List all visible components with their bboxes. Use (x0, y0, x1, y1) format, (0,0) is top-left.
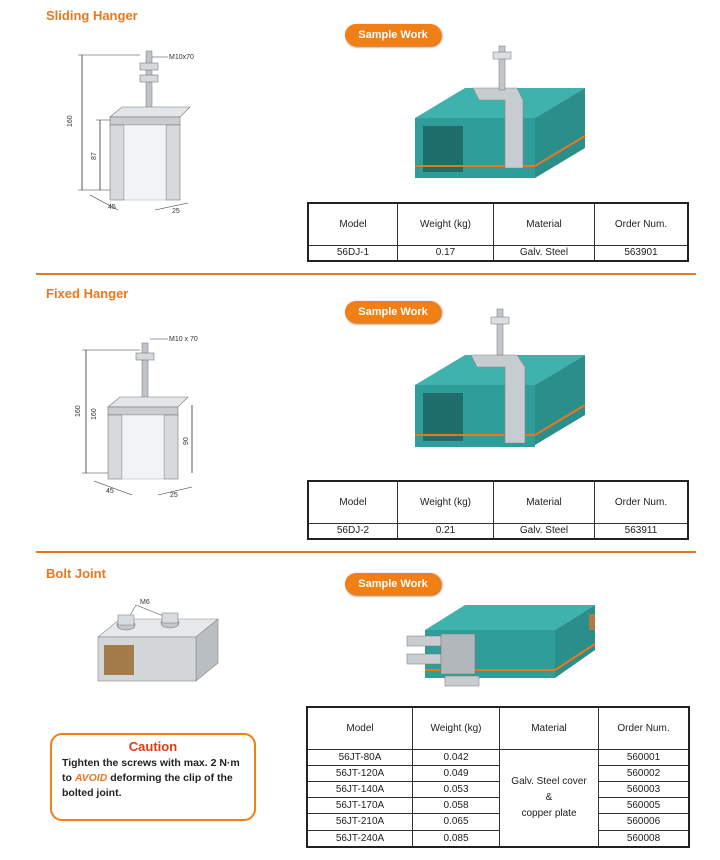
sample-work-badge-3: Sample Work (345, 573, 441, 595)
material-line-1: Galv. Steel cover (511, 775, 587, 787)
fixed-hanger-table: Model Weight (kg) Material Order Num. 56… (307, 480, 689, 540)
cell-weight: 0.042 (412, 748, 500, 766)
col-weight: Weight (kg) (412, 706, 500, 750)
cell-weight: 0.065 (412, 813, 500, 831)
sliding-hanger-title: Sliding Hanger (46, 8, 138, 23)
cell-order: 560001 (598, 748, 690, 766)
cell-order: 560003 (598, 780, 690, 799)
dim-screw: M10x70 (169, 54, 194, 61)
dim-inner: 90 (183, 437, 190, 445)
fixed-hanger-title: Fixed Hanger (46, 286, 129, 301)
caution-box: Caution Tighten the screws with max. 2 N… (50, 733, 256, 821)
material-line-3: copper plate (521, 807, 577, 819)
cell-order: 560002 (598, 764, 690, 782)
material-line-2: & (545, 791, 553, 803)
col-weight: Weight (kg) (397, 202, 494, 246)
fixed-hanger-sample-image (405, 305, 590, 470)
table-row: 56JT-80A 0.042 Galv. Steel cover & coppe… (306, 748, 690, 848)
cell-model: 56DJ-1 (307, 244, 398, 262)
caution-title: Caution (128, 739, 178, 754)
sliding-hanger-table: Model Weight (kg) Material Order Num. 56… (307, 202, 689, 262)
col-order: Order Num. (594, 480, 689, 524)
col-material: Material (493, 202, 595, 246)
cell-weight: 0.053 (412, 780, 500, 799)
dim-screw: M10 x 70 (169, 336, 198, 343)
sliding-hanger-sample-image (405, 38, 590, 198)
sample-work-badge-1: Sample Work (345, 24, 441, 46)
cell-material: Galv. Steel (493, 522, 595, 540)
dim-height: 160 (67, 115, 74, 127)
cell-order: 560005 (598, 797, 690, 815)
cell-order: 563901 (594, 244, 689, 262)
cell-order: 560008 (598, 829, 690, 848)
cell-model: 56JT-140A (306, 780, 413, 799)
dim-w2: 25 (172, 208, 180, 215)
cell-material-merged: Galv. Steel cover & copper plate (499, 748, 599, 848)
cell-weight: 0.21 (397, 522, 494, 540)
cell-order: 560006 (598, 813, 690, 831)
table-row: 56JT-170A 0.058 560005 (306, 797, 690, 815)
dim-height: 160 (75, 405, 82, 417)
caution-text-after: deforming the clip of the bolted joint. (62, 772, 233, 799)
dim-w1: 45 (106, 488, 114, 495)
table-row: 56DJ-1 0.17 Galv. Steel 563901 (307, 244, 689, 262)
section-divider (36, 551, 696, 553)
cell-model: 56JT-210A (306, 813, 413, 831)
dim-inner: 87 (91, 152, 98, 160)
col-model: Model (307, 480, 398, 524)
bolt-joint-title: Bolt Joint (46, 566, 106, 581)
cell-model: 56DJ-2 (307, 522, 398, 540)
section-divider (36, 273, 696, 275)
caution-text-before: Tighten the screws with max. 2 N·m to (62, 757, 240, 784)
cell-weight: 0.058 (412, 797, 500, 815)
col-model: Model (306, 706, 413, 750)
dim-w1: 45 (108, 204, 116, 211)
cell-model: 56JT-120A (306, 764, 413, 782)
table-row: 56DJ-2 0.21 Galv. Steel 563911 (307, 522, 689, 540)
bolt-joint-drawing: M6 (90, 595, 230, 690)
col-order: Order Num. (594, 202, 689, 246)
bolt-joint-sample-image (405, 590, 600, 700)
caution-emphasis: AVOID (74, 772, 108, 784)
dim-height-inner: 160 (91, 408, 98, 420)
dim-screw: M6 (140, 599, 150, 606)
fixed-hanger-drawing: M10 x 70 160 160 90 45 25 (60, 325, 225, 510)
cell-weight: 0.17 (397, 244, 494, 262)
caution-text: Tighten the screws with max. 2 N·m to AV… (62, 756, 244, 801)
cell-order: 563911 (594, 522, 689, 540)
table-row: 56JT-240A 0.085 560008 (306, 829, 690, 848)
col-material: Material (499, 706, 599, 750)
col-order: Order Num. (598, 706, 690, 750)
sample-work-badge-2: Sample Work (345, 301, 441, 323)
cell-weight: 0.085 (412, 829, 500, 848)
sliding-hanger-drawing: M10x70 160 87 45 25 (60, 45, 220, 230)
table-row: 56JT-120A 0.049 560002 (306, 764, 690, 782)
table-row: 56JT-210A 0.065 560006 (306, 813, 690, 831)
table-row: 56JT-140A 0.053 560003 (306, 780, 690, 799)
cell-model: 56JT-240A (306, 829, 413, 848)
col-weight: Weight (kg) (397, 480, 494, 524)
bolt-joint-table: Model Weight (kg) Material Order Num. 56… (306, 706, 690, 848)
cell-model: 56JT-170A (306, 797, 413, 815)
col-material: Material (493, 480, 595, 524)
cell-model: 56JT-80A (306, 748, 413, 766)
col-model: Model (307, 202, 398, 246)
cell-material: Galv. Steel (493, 244, 595, 262)
dim-w2: 25 (170, 492, 178, 499)
cell-weight: 0.049 (412, 764, 500, 782)
